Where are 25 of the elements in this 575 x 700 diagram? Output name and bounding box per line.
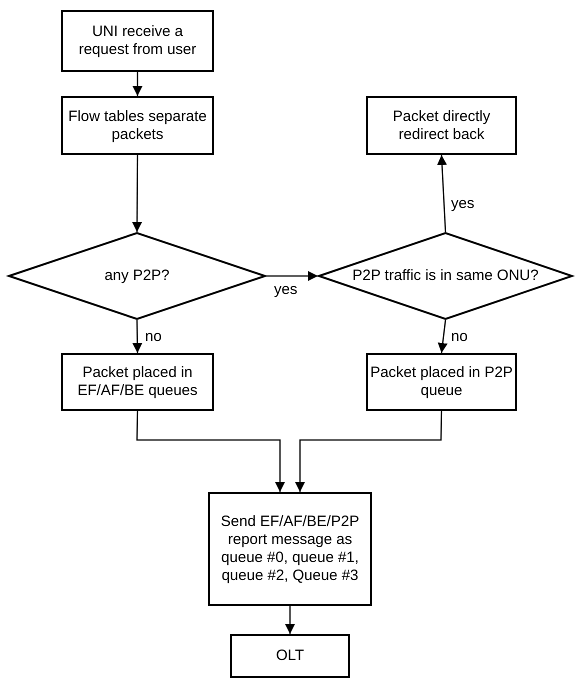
node-text: P2P traffic is in same ONU? [351,267,540,285]
arrow [132,72,142,96]
node-text: any P2P? [103,267,171,285]
process-box [366,353,517,411]
arrow [285,606,295,634]
process-box [61,96,214,155]
node-text: Packet placed in EF/AF/BE queues [76,364,199,400]
node-text: UNI receive a request from user [78,23,198,59]
arrow [136,410,285,492]
arrow [266,271,318,281]
node-text: Packet placed in P2P queue [369,364,514,400]
process-box [230,634,350,678]
node-text: Flow tables separate packets [67,108,208,144]
process-box [366,96,517,155]
process-box [61,10,214,72]
arrow [132,320,142,353]
arrow [295,410,442,492]
node-text: Send EF/AF/BE/P2P report message as queue #0, queue #1, queue #2, Queue #3 [220,513,360,585]
node-text: Packet directly redirect back [392,108,492,144]
arrow [438,320,448,354]
process-box [61,353,214,411]
arrow [132,155,142,232]
arrow [437,154,447,232]
process-box [208,492,372,606]
node-text: OLT [274,647,306,665]
